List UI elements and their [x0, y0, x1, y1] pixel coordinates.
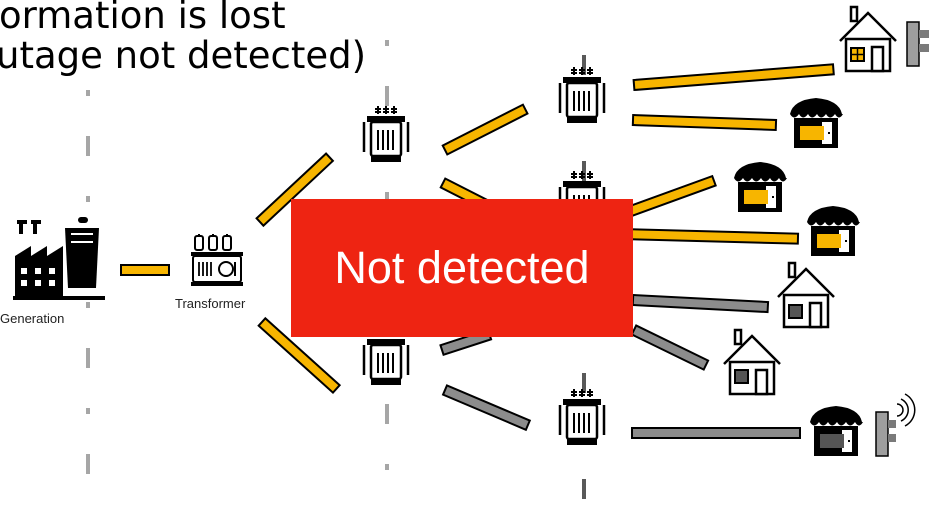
- house-icon: [838, 5, 898, 73]
- wireless-signal-icon: [896, 393, 916, 427]
- power-plant-icon: [13, 217, 105, 300]
- caption-line-2: utage not detected): [0, 34, 367, 77]
- generation-label: Generation: [0, 311, 65, 326]
- shop-icon: [790, 98, 843, 148]
- not-detected-banner: Not detected: [291, 199, 633, 337]
- shop-icon: [807, 206, 860, 256]
- line-to-shop-3: [618, 227, 800, 245]
- transformer-label: Transformer: [175, 296, 246, 311]
- line-to-shop-4: [631, 427, 801, 439]
- smart-meter-icon: [875, 411, 896, 457]
- house-icon: [722, 328, 782, 396]
- not-detected-text: Not detected: [334, 242, 590, 293]
- caption-line-1: formation is lost: [0, 0, 286, 37]
- shop-icon: [734, 162, 787, 212]
- house-icon: [776, 261, 836, 329]
- line-to-house-2: [631, 293, 770, 314]
- dead-lines: [439, 293, 801, 439]
- transformer-icon: [191, 234, 243, 286]
- smart-meter-icon: [906, 21, 929, 67]
- transformer-icon: [362, 104, 410, 164]
- line-to-house-1: [632, 63, 835, 92]
- line-to-upper-xfmr: [255, 152, 335, 228]
- transformer-icon: [558, 65, 606, 125]
- transformer-icon: [558, 387, 606, 447]
- line-to-lower-xfmr: [257, 316, 342, 395]
- shop-icon: [810, 406, 863, 456]
- transformer-icon: [362, 327, 410, 387]
- line-xfmr1-top: [441, 103, 529, 156]
- line-to-shop-1: [631, 113, 778, 132]
- line-to-xfmr4: [441, 384, 532, 432]
- line-to-house-3: [630, 324, 710, 371]
- line-gen-to-transformer: [120, 264, 170, 276]
